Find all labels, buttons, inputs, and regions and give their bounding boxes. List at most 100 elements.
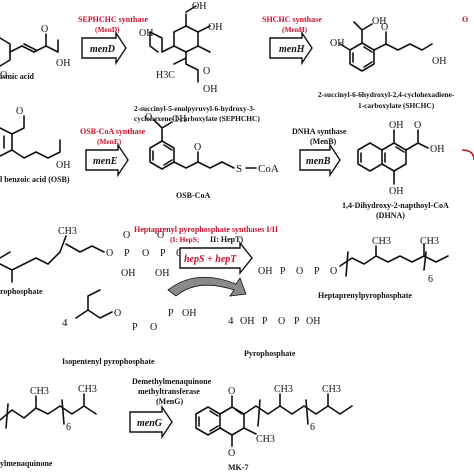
farnesyl-pp-structure: CH3 O P O P OH O OH O OH [0,226,190,283]
meng-gene: menG [137,418,163,429]
osb-o: O [16,106,23,117]
menb-gene: menB [306,156,331,167]
osb-coa-s: S [236,163,242,175]
meng-enzyme-name-1: Demethylmenaquinone [132,377,212,386]
hep-gene: hepS + hepT [184,254,237,265]
mene-enzyme-name: OSB-CoA synthase [80,127,146,136]
pyro-stoich: 4 [228,315,234,327]
dhna-o: O [414,120,421,131]
farnesyl-o1: O [106,248,113,259]
mk7-ch3-1: CH3 [274,384,293,395]
menh-arrow [269,30,313,66]
hepta-o1: O [296,266,303,277]
osb-coa-ketone-o: O [194,142,201,153]
osb-oh: OH [56,160,70,171]
sephchc-label-line2: cyclohexene-1-carboxylate (SEPHCHC) [134,114,260,123]
menb-arrow [299,142,341,178]
curved-arrow [167,276,247,297]
hep-enzyme-name: Heptaprenyl pyrophosphate synthases I/II [134,225,278,234]
shchc-label-line1: 2-succinyl-6-6hydroxyl-2,4-cyclohexadien… [318,90,455,99]
shchc-ho: OH [330,38,344,49]
mk7-structure: O O CH3 CH3 CH3 6 [195,384,353,459]
sephchc-oh-bottom: OH [203,84,217,95]
farnesyl-o3: O [123,230,130,241]
osb-structure: O OH [0,106,70,171]
menb-enzyme-name: DNHA synthase [292,127,347,136]
meng-enzyme-abbr: (MenG) [156,397,183,406]
mend-arrow [81,30,127,66]
mk7-repeat: 6 [310,422,315,433]
mk7-o-top: O [228,386,235,397]
iso-oh: OH [182,308,196,319]
pyrophosphate-structure: 4 OH P O P OH [228,315,320,327]
demethylmenaquinone-label: ylmenaquinone [0,459,53,468]
pyro-p1: P [262,316,268,327]
chorismic-oh: OH [56,58,70,69]
mend-gene: menD [90,44,115,55]
dhna-oh-right: OH [430,144,444,155]
menh-enzyme-abbr: (MenH) [282,25,308,34]
sephchc-h3c: H3C [156,70,175,81]
demethyl-ch3-1: CH3 [30,386,49,397]
dhna-oh-top: OH [389,120,403,131]
iso-o1: O [114,308,121,319]
farnesyl-o4: O [157,230,164,241]
pyro-oh: OH [306,316,320,327]
menh-gene: menH [279,44,306,55]
pyrophosphate-label: Pyrophosphate [244,349,296,358]
sephchc-o: O [203,66,210,77]
hepta-ch3-2: CH3 [420,236,439,247]
osb-coa-o: O [145,112,152,123]
dhna-oh-bottom: OH [389,186,403,197]
hep-enzyme-abbr-1: (I: HepS; [170,235,199,244]
mk7-ch3-ring: CH3 [256,434,275,445]
hep-arrow [179,241,253,275]
hepta-p1: P [280,266,286,277]
farnesyl-p2: P [160,248,166,259]
menb-enzyme-abbr: (MenB) [310,137,337,146]
heptaprenyl-pp-label: Heptaprenylpyrophosphate [318,291,412,300]
hepta-ho: OH [258,266,272,277]
menh-enzyme-name: SHCHC synthase [262,15,322,24]
osb-coa-coa: CoA [258,163,279,175]
sephchc-structure: OH OH OH H3C O OH [139,1,222,95]
sephchc-label-line1: 2-succinyl-5-enolpyruvyl-6-hydroxy-3- [134,104,256,113]
iso-p2: P [168,308,174,319]
shchc-o: O [381,22,388,33]
mend-enzyme-abbr: (MenD) [95,25,120,34]
mene-arrow [85,142,129,178]
sephchc-oh-right: OH [208,22,222,33]
shchc-structure: OH OH O OH [330,16,446,72]
heptaprenyl-pp-structure: OH P O P O CH3 CH3 6 [258,236,449,285]
farnesyl-pp-label: rophosphate [0,287,43,296]
osb-coa-structure: O OH O S CoA [145,112,279,175]
pyro-o: O [278,316,285,327]
iso-o2: O [150,322,157,333]
osb-label: l benzoic acid (OSB) [0,175,70,184]
cut-off-enzyme: O [462,15,468,24]
hepta-ch3-1: CH3 [372,236,391,247]
dhna-label-line1: 1,4-Dihydroxy-2-napthoyl-CoA [342,201,449,210]
farnesyl-p1: P [124,248,130,259]
chorismic-o: O [0,70,7,81]
hepta-repeat: 6 [428,274,433,285]
chorismic-acid-label: ismic acid [0,72,35,81]
pyro-p2: P [294,316,300,327]
mend-enzyme-name: SEPHCHC synthase [78,15,148,24]
mene-gene: menE [93,156,118,167]
shchc-oh-right: OH [432,56,446,67]
sephchc-ho-left: OH [139,28,153,39]
pyro-ho: OH [240,316,254,327]
hepta-o2: O [330,266,337,277]
iso-p1: P [132,322,138,333]
chorismic-acid-structure: O O OH [0,24,70,81]
meng-enzyme-name-2: methyltransferase [138,387,200,396]
mk7-ch3-2: CH3 [322,384,341,395]
sephchc-oh-top: OH [192,1,206,12]
osb-coa-oh: OH [172,114,186,125]
demethyl-repeat: 6 [66,422,71,433]
farnesyl-ch3: CH3 [58,226,77,237]
farnesyl-oh2: OH [121,268,135,279]
isopentenyl-pp-structure: 4 O P O P OH [62,289,196,333]
